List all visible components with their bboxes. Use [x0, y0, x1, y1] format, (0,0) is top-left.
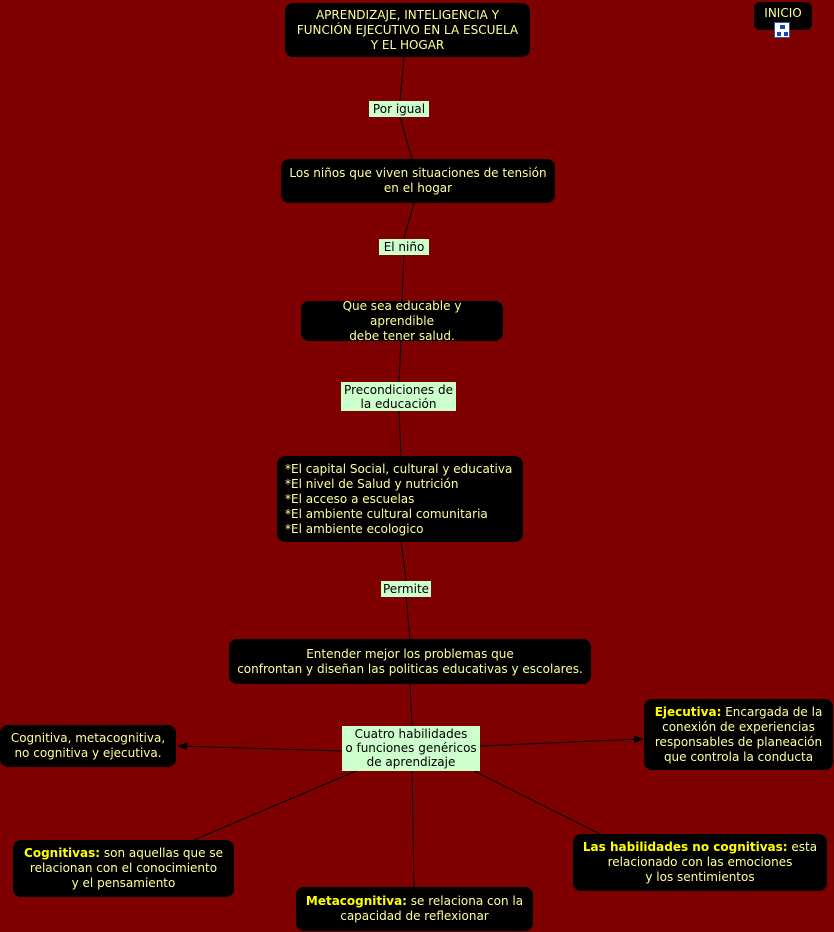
node-educable[interactable]: Que sea educable y aprendible debe tener… — [301, 299, 503, 343]
node-cognitivas[interactable]: Cognitivas: son aquellas que se relacion… — [13, 840, 234, 897]
node-tipos[interactable]: Cognitiva, metacognitiva, no cognitiva y… — [0, 725, 176, 767]
inicio-button[interactable]: INICIO — [754, 2, 812, 38]
nocognitivas-text: esta relacionado con las emociones y los… — [607, 840, 818, 884]
metacognitiva-text: se relaciona con la capacidad de reflexi… — [340, 894, 524, 923]
node-no-cognitivas[interactable]: Las habilidades no cognitivas: esta rela… — [573, 834, 827, 891]
link-label-precondiciones: Precondiciones de la educación — [341, 382, 456, 411]
concept-map-icon[interactable] — [774, 22, 790, 38]
cognitivas-text: son aquellas que se relacionan con el co… — [29, 846, 223, 890]
line-cuatro-nocognitivas — [473, 770, 601, 835]
node-entender[interactable]: Entender mejor los problemas que confron… — [229, 639, 591, 684]
line-title-porigual — [399, 56, 405, 101]
nocognitivas-heading: Las habilidades no cognitivas: — [582, 840, 788, 854]
link-label-permite: Permite — [381, 581, 431, 597]
line-entender-cuatro — [409, 683, 413, 727]
link-label-cuatro-habilidades: Cuatro habilidades o funciones genéricos… — [342, 726, 480, 771]
node-title[interactable]: APRENDIZAJE, INTELIGENCIA Y FUNCIÓN EJEC… — [285, 3, 530, 57]
capital-list-text: *El capital Social, cultural y educativa… — [285, 461, 513, 536]
node-ninos-tension[interactable]: Los niños que viven situaciones de tensi… — [281, 159, 555, 203]
arrow-cuatro-tipos — [177, 742, 343, 752]
ejecutiva-text: Encargada de la conexión de experiencias… — [654, 704, 823, 764]
metacognitiva-heading: Metacognitiva: — [305, 894, 407, 908]
line-cuatro-cognitivas — [193, 770, 357, 841]
line-capital-permite — [400, 541, 407, 581]
line-cuatro-metacognitiva — [411, 770, 415, 888]
arrow-cuatro-ejecutiva — [479, 735, 644, 747]
link-label-por-igual: Por igual — [369, 101, 429, 117]
node-ejecutiva[interactable]: Ejecutiva: Encargada de la conexión de e… — [644, 699, 833, 770]
node-metacognitiva[interactable]: Metacognitiva: se relaciona con la capac… — [296, 887, 533, 931]
inicio-label: INICIO — [764, 6, 802, 20]
cognitivas-heading: Cognitivas: — [24, 846, 101, 860]
node-capital-list[interactable]: *El capital Social, cultural y educativa… — [277, 456, 523, 542]
link-label-el-nino: El niño — [379, 239, 429, 255]
line-elnino-educable — [401, 252, 405, 302]
line-ninos-elnino — [403, 202, 415, 239]
line-permite-entender — [405, 595, 411, 640]
line-precond-capital — [398, 410, 402, 457]
line-educable-precond — [398, 340, 402, 383]
ejecutiva-heading: Ejecutiva: — [654, 704, 722, 719]
line-porigual-ninos — [399, 116, 413, 160]
